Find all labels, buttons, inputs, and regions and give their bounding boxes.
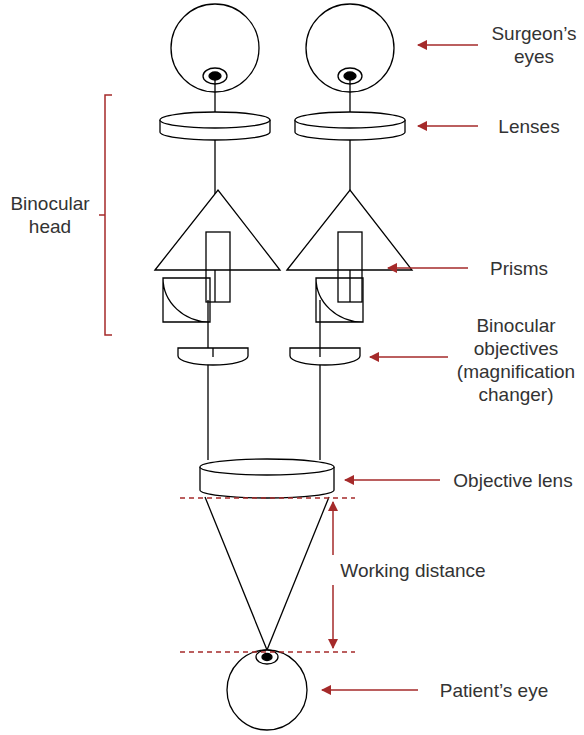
part-label: Lenses (484, 115, 574, 138)
part-label: Binocular objectives (magnification chan… (452, 314, 580, 406)
part-label: Prisms (474, 257, 564, 280)
part-label: Patient’s eye (424, 679, 564, 702)
dimension-label: Working distance (338, 559, 488, 582)
part-label: Objective lens (446, 469, 580, 492)
part-label: Surgeon’s eyes (486, 22, 582, 68)
part-label: Binocular head (2, 192, 98, 238)
